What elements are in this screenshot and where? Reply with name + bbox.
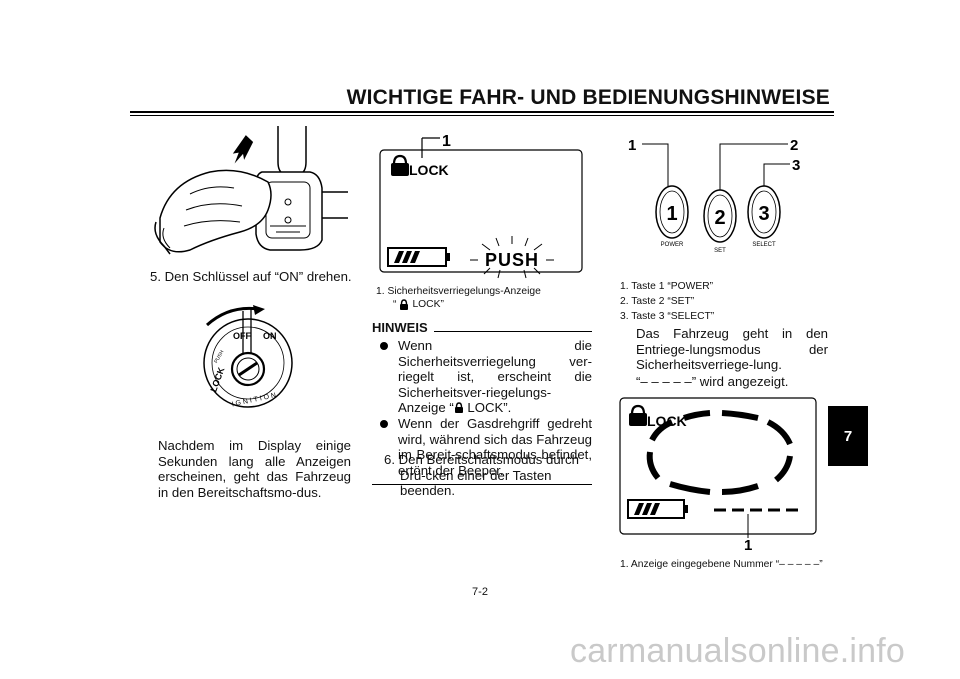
step-6-text: 6. Den Bereitschaftsmodus durch Drü-cken…	[384, 452, 579, 499]
unlock-paragraph-2: “– – – – –” wird angezeigt.	[636, 374, 789, 389]
hinweis-item-1-text-a: Wenn die Sicherheitsverriegelung ver-rie…	[398, 338, 592, 416]
lock-display-caption: 1. Sicherheitsverriegelungs-Anzeige “ LO…	[376, 285, 591, 311]
lock-caption-line1: 1. Sicherheitsverriegelungs-Anzeige	[376, 286, 541, 297]
button-callout-3: 3	[792, 157, 800, 174]
handlebar-illustration	[154, 126, 348, 255]
number-display-figure: LOCK 1	[619, 397, 817, 554]
hinweis-item-2-text: Wenn der Gasdrehgriff gedreht wird, währ…	[398, 415, 592, 478]
padlock-icon	[391, 154, 409, 176]
button-label-power: POWER	[661, 242, 684, 248]
page-title: WICHTIGE FAHR- UND BEDIENUNGSHINWEISE	[346, 86, 830, 109]
button-digit-1: 1	[666, 203, 677, 225]
buttons-caption-3: 3. Taste 3 “SELECT”	[620, 311, 715, 322]
chapter-tab: 7	[828, 406, 868, 466]
push-indicator: PUSH	[470, 236, 554, 279]
buttons-illustration: 1 2 3 1 POWER 2 SET 3 SELECT	[628, 137, 800, 254]
battery-icon	[387, 247, 450, 267]
buttons-caption-1: 1. Taste 1 “POWER”	[620, 281, 714, 292]
button-label-set: SET	[714, 248, 726, 254]
lock-caption-lock: LOCK”	[412, 299, 444, 310]
watermark: carmanualsonline.info	[570, 632, 905, 670]
hinweis-bottom-rule	[372, 484, 592, 486]
header-rule-top	[130, 111, 834, 113]
display-lock-text: LOCK	[409, 162, 449, 178]
hinweis-label: HINWEIS	[372, 320, 428, 335]
unlock-paragraph: Das Fahrzeug geht in den Entriege-lungsm…	[636, 326, 828, 373]
padlock-icon	[454, 401, 464, 414]
select-button: 3 SELECT	[747, 185, 781, 248]
padlock-icon	[399, 299, 409, 310]
button-digit-2: 2	[714, 207, 725, 229]
number-display-caption: 1. Anzeige eingegebene Nummer “– – – – –…	[620, 559, 823, 570]
page-number: 7-2	[472, 586, 488, 598]
hinweis-list: Wenn die Sicherheitsverriegelung ver-rie…	[372, 338, 592, 478]
button-digit-3: 3	[758, 203, 769, 225]
button-label-select: SELECT	[752, 242, 776, 248]
button-callout-2: 2	[790, 137, 798, 154]
power-button: 1 POWER	[655, 185, 689, 248]
header-rule-bottom	[130, 115, 834, 116]
display2-callout-1: 1	[744, 537, 752, 554]
bullet-icon	[380, 419, 388, 428]
step-5-text: 5. Den Schlüssel auf “ON” drehen.	[150, 269, 352, 284]
ignition-label-on: ON	[263, 331, 277, 341]
lock-caption-quote: “	[393, 299, 397, 310]
hinweis-item-1: Wenn die Sicherheitsverriegelung ver-rie…	[372, 338, 592, 416]
hinweis-item-2: Wenn der Gasdrehgriff gedreht wird, währ…	[372, 416, 592, 478]
segment-ring	[646, 410, 793, 495]
display-callout-1: 1	[442, 133, 451, 150]
standby-paragraph: Nachdem im Display einige Sekunden lang …	[158, 438, 351, 500]
hinweis-item-1-text-b: LOCK”.	[463, 400, 512, 416]
buttons-caption-list: 1. Taste 1 “POWER” 2. Taste 2 “SET” 3. T…	[620, 279, 830, 324]
hinweis-header: HINWEIS	[372, 320, 592, 335]
push-text: PUSH	[485, 250, 539, 270]
buttons-caption-2: 2. Taste 2 “SET”	[620, 296, 695, 307]
button-callout-1: 1	[628, 137, 636, 154]
hinweis-box: HINWEIS Wenn die Sicherheitsverriegelung…	[372, 320, 592, 486]
ignition-label-off: OFF	[233, 331, 251, 341]
battery-icon	[627, 499, 688, 519]
display2-lock-text: LOCK	[647, 413, 687, 429]
lock-display-figure: 1 LOCK PUSH	[372, 130, 592, 280]
lock-caption-line2: “ LOCK”	[376, 298, 591, 311]
ignition-switch-illustration: OFF ON LOCK PUSH IGNITION	[203, 305, 293, 408]
hinweis-rule	[433, 331, 592, 332]
set-button: 2 SET	[703, 189, 737, 254]
bullet-icon	[380, 342, 388, 350]
padlock-icon	[629, 404, 647, 426]
